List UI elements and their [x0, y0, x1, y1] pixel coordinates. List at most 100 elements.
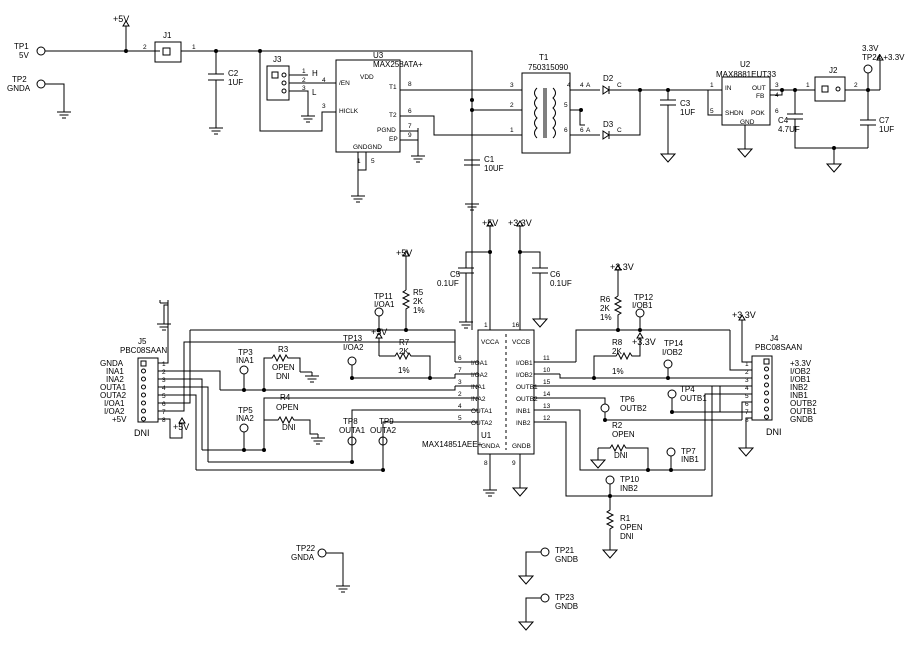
rail-5v-r7: +5V: [371, 327, 387, 337]
svg-text:2: 2: [854, 82, 858, 89]
svg-text:1: 1: [484, 322, 488, 329]
tp3-sub: INA1: [236, 356, 254, 365]
j4-ref: J4: [770, 334, 779, 343]
svg-text:2: 2: [302, 77, 306, 84]
tp6-circle: [600, 403, 610, 413]
d2-label: D2: [603, 74, 614, 83]
j5-part: PBC08SAAN: [120, 346, 167, 355]
svg-text:VDD: VDD: [360, 74, 374, 81]
svg-text:SHDN: SHDN: [725, 110, 744, 117]
svg-text:OUTA1: OUTA1: [471, 408, 493, 415]
c5-label: C5: [450, 270, 461, 279]
svg-text:OUTA2: OUTA2: [471, 420, 493, 427]
tp13-label: TP13: [343, 334, 363, 343]
tp4-label: TP4: [680, 385, 695, 394]
svg-text:1: 1: [710, 82, 714, 89]
tp10-sub: INB2: [620, 484, 638, 493]
svg-text:5: 5: [564, 102, 568, 109]
svg-text:GNDA: GNDA: [100, 359, 124, 368]
svg-text:8: 8: [745, 417, 749, 424]
tp13-circle: [347, 356, 357, 366]
rail-33-u1: +3.3V: [508, 218, 532, 228]
svg-text:2: 2: [143, 44, 147, 51]
svg-text:5: 5: [745, 393, 749, 400]
tp11-label: TP11: [374, 292, 393, 301]
svg-text:2: 2: [745, 369, 749, 376]
c6-value: 0.1UF: [550, 279, 572, 288]
t1-ref: T1: [539, 53, 549, 62]
tp5-label: TP5: [238, 406, 253, 415]
j3-l: L: [312, 88, 317, 97]
svg-text:11: 11: [543, 355, 550, 362]
rail-5v-j5: +5V: [173, 422, 189, 432]
svg-text:6: 6: [580, 127, 584, 134]
r3-label: R3: [278, 345, 289, 354]
svg-text:I/OB1: I/OB1: [516, 360, 533, 367]
r6-value: 2K: [600, 304, 610, 313]
svg-text:I/OB2: I/OB2: [790, 367, 811, 376]
r8-value: 2K: [612, 347, 622, 356]
svg-text:4: 4: [458, 403, 462, 410]
svg-text:13: 13: [543, 403, 551, 410]
svg-text:IN: IN: [725, 85, 732, 92]
c2-label: C2: [228, 69, 239, 78]
svg-text:OUTB1: OUTB1: [790, 407, 817, 416]
svg-text:OUTA2: OUTA2: [100, 391, 127, 400]
svg-text:6: 6: [745, 401, 749, 408]
svg-text:+3.3V: +3.3V: [790, 359, 812, 368]
tp2-sub: GNDA: [7, 84, 31, 93]
tp7-circle: [666, 447, 676, 457]
svg-text:C: C: [617, 127, 622, 134]
tp23-label: TP23: [555, 593, 575, 602]
r7-tol: 1%: [398, 366, 410, 375]
tp2-circle: [36, 79, 46, 89]
svg-text:6: 6: [458, 355, 462, 362]
j4-pin-labels: +3.3V I/OB2 I/OB1 INB2 INB1 OUTB2 OUTB1 …: [790, 359, 817, 424]
svg-text:OUTB2: OUTB2: [516, 396, 538, 403]
svg-text:I/OA1: I/OA1: [471, 360, 488, 367]
r4-value: OPEN: [276, 403, 299, 412]
svg-text:6: 6: [564, 127, 568, 134]
svg-text:3: 3: [302, 85, 306, 92]
svg-text:4: 4: [162, 385, 166, 392]
svg-text:GND: GND: [740, 119, 755, 126]
j4-body: [751, 355, 773, 421]
j1-body: [154, 41, 182, 63]
r2-value: OPEN: [612, 430, 635, 439]
svg-text:INA1: INA1: [471, 384, 486, 391]
r8-label: R8: [612, 338, 623, 347]
rail-33-j4: +3.3V: [732, 310, 756, 320]
svg-text:1: 1: [745, 361, 749, 368]
r8-tol: 1%: [612, 367, 624, 376]
tp7-label: TP7: [681, 447, 696, 456]
tp2-label: TP2: [12, 75, 27, 84]
svg-text:8: 8: [484, 460, 488, 467]
svg-text:OUTA1: OUTA1: [100, 383, 127, 392]
svg-text:GNDGND: GNDGND: [353, 144, 382, 151]
u1-left-pins: I/OA1 I/OA2 INA1 INA2 OUTA1 OUTA2: [471, 360, 493, 427]
svg-text:10: 10: [543, 367, 551, 374]
tp14-sub: I/OB2: [662, 348, 683, 357]
c6-label: C6: [550, 270, 561, 279]
svg-text:2: 2: [458, 391, 462, 398]
r1-label: R1: [620, 514, 631, 523]
svg-text:8: 8: [162, 417, 166, 424]
j5-body: [137, 357, 159, 423]
svg-text:A: A: [586, 127, 591, 134]
j4-dni: DNI: [766, 427, 782, 437]
tp3-label: TP3: [238, 348, 253, 357]
tp4-sub: OUTB1: [680, 394, 707, 403]
svg-text:VCCA: VCCA: [481, 339, 500, 346]
svg-text:INA1: INA1: [106, 367, 124, 376]
r2-dni: DNI: [614, 451, 628, 460]
svg-text:8: 8: [408, 81, 412, 88]
tp7-sub: INB1: [681, 455, 699, 464]
tp1-circle: [36, 46, 46, 56]
svg-text:5: 5: [371, 158, 375, 165]
c3-value: 1UF: [680, 108, 695, 117]
c4-label: C4: [778, 116, 789, 125]
svg-text:5: 5: [162, 393, 166, 400]
svg-text:5: 5: [458, 415, 462, 422]
rail-5v-u1: +5V: [482, 218, 498, 228]
